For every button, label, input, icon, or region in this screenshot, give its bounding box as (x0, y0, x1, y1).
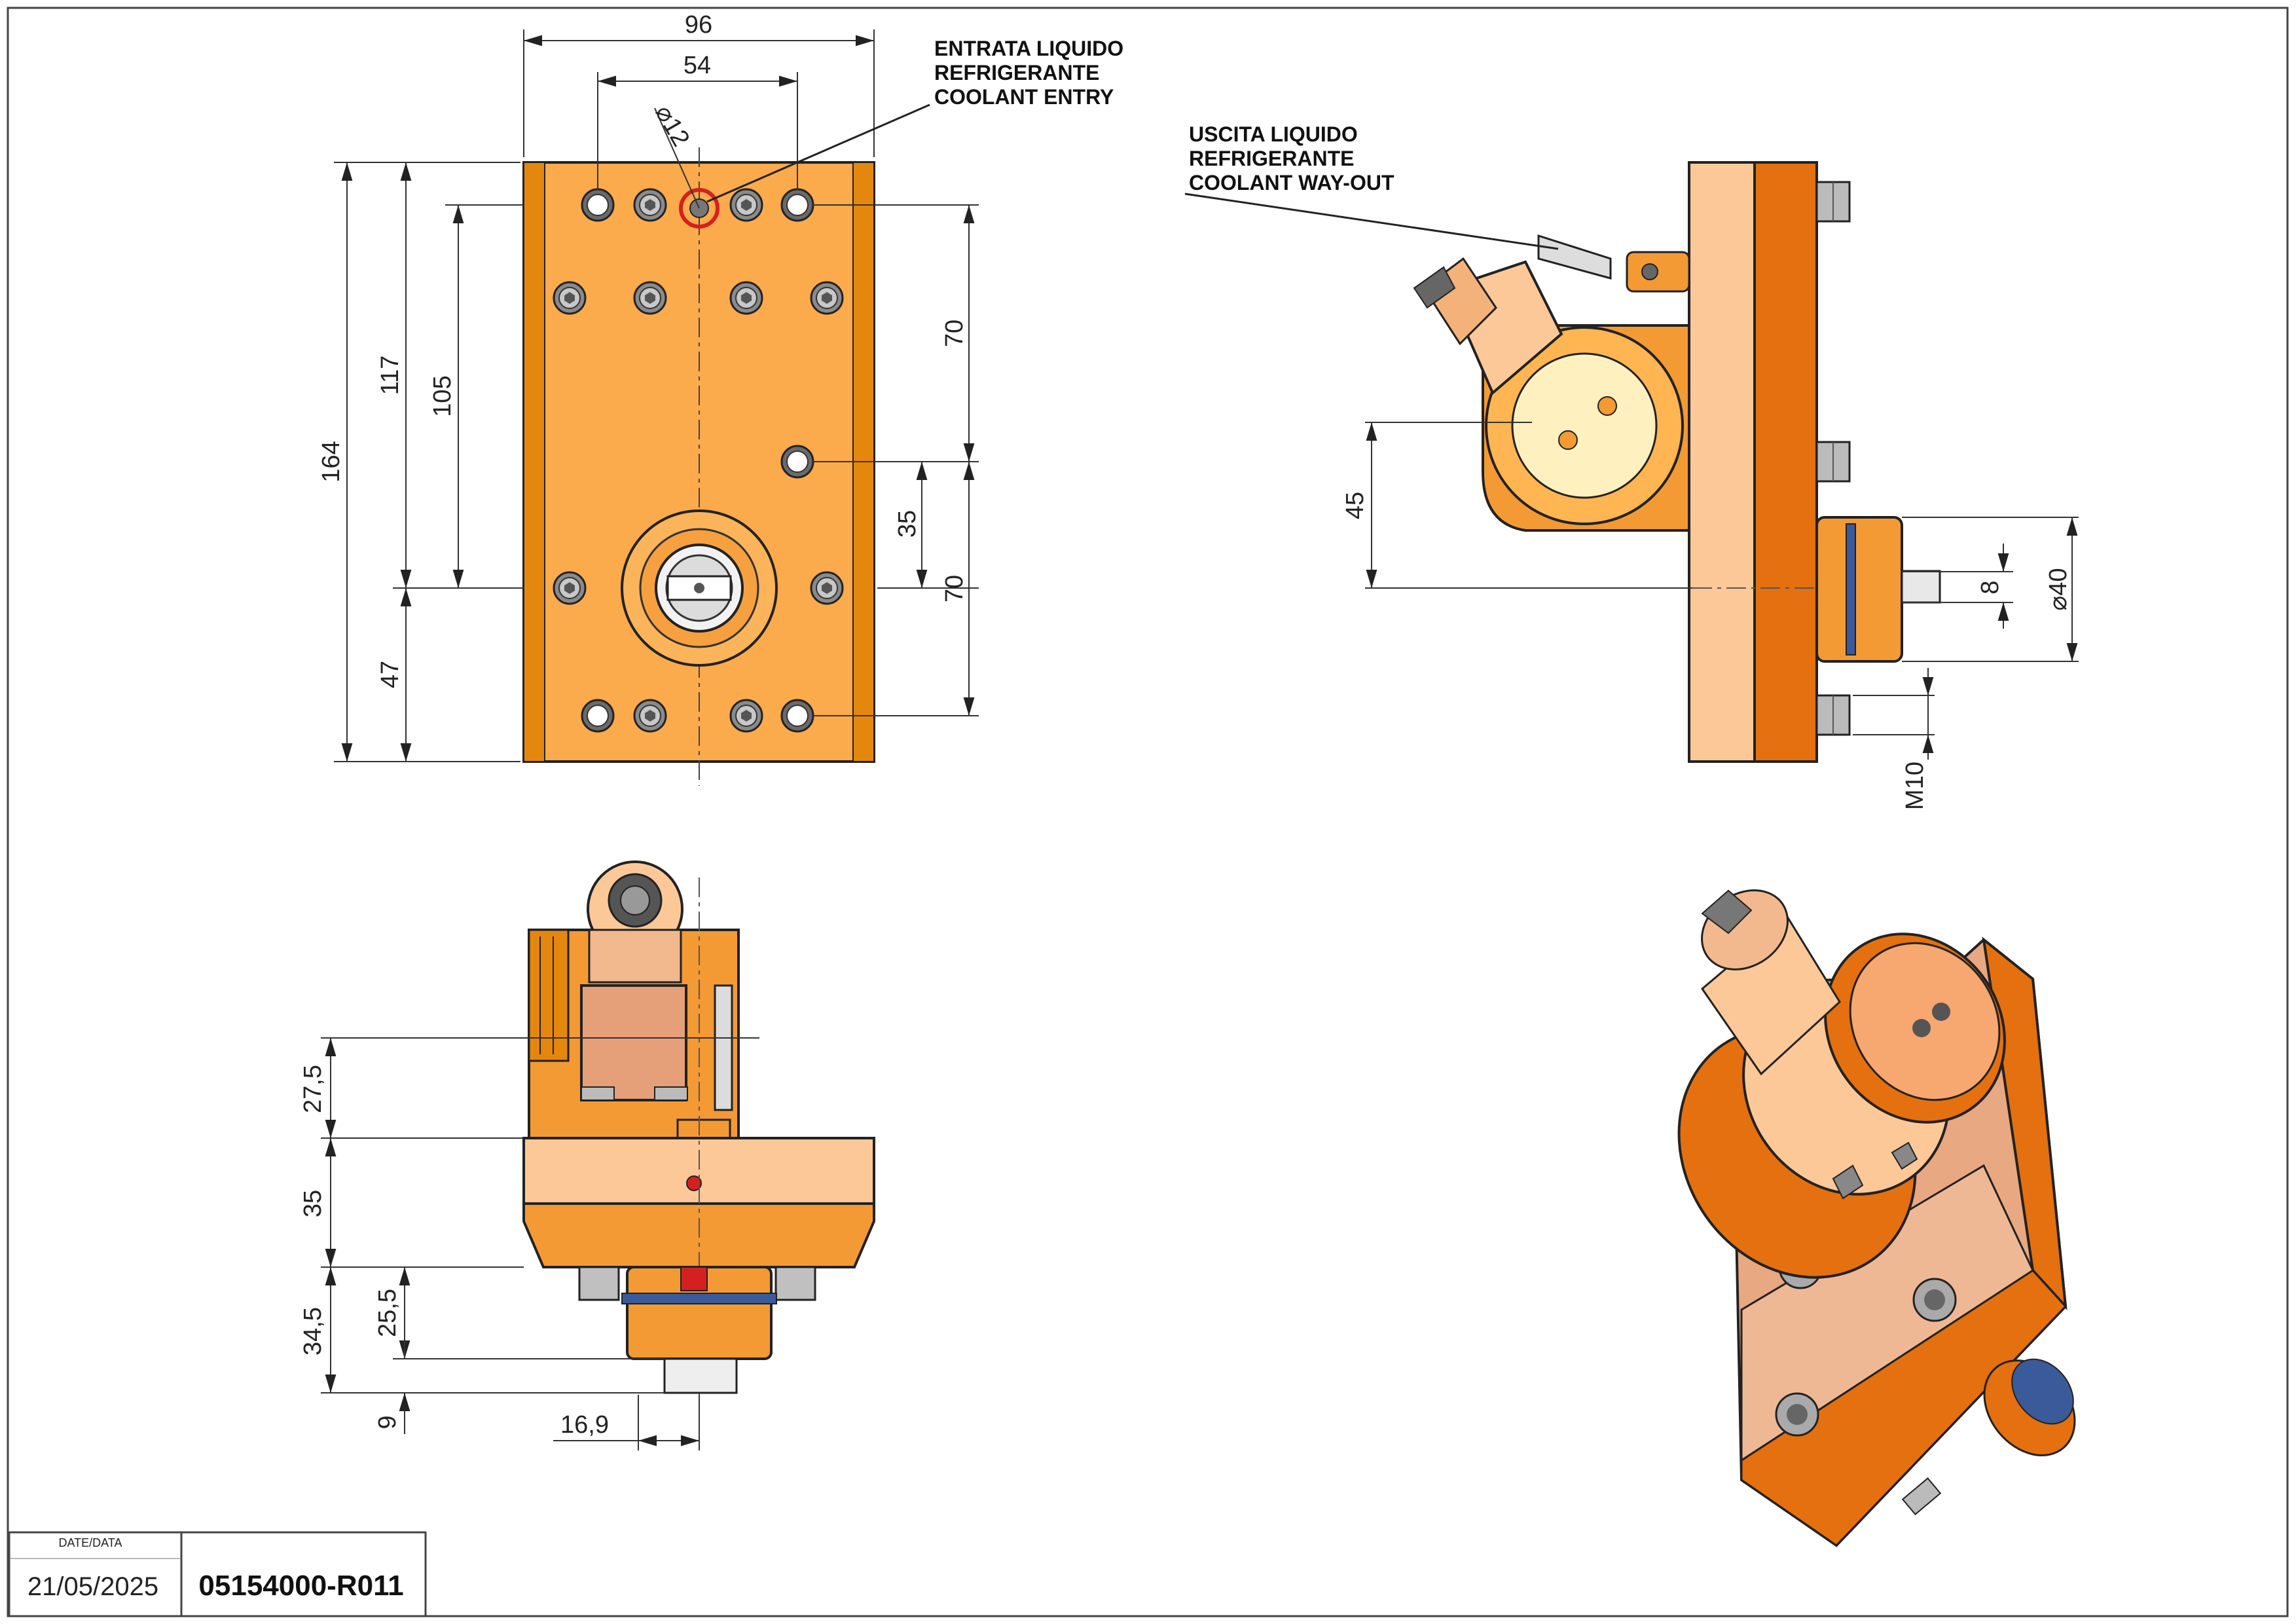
iso-bolt (1912, 1278, 1957, 1322)
side-plate-dark (1753, 161, 1818, 763)
dim-diameter-40-value: 40 (2045, 568, 2072, 595)
socket-bolt (553, 571, 587, 605)
dim-hole-diameter-value: 12 (657, 113, 695, 151)
dim-height-47: 47 (376, 661, 404, 688)
coolant-entry-line-2: REFRIGERANTE (934, 61, 1099, 84)
dim-width-holes: 54 (683, 52, 711, 79)
side-plate-light (1688, 161, 1756, 763)
side-dimensions (1365, 422, 2079, 760)
coolant-entry-line-1: ENTRATA LIQUIDO (934, 37, 1123, 60)
bottom-spindle-oring (621, 1293, 777, 1304)
title-block: DATE/DATA 21/05/2025 05154000-R011 (8, 1531, 427, 1617)
bottom-view: 27,5 35 34,5 25,5 9 16,9 (299, 860, 875, 1450)
coolant-exit-note: USCITA LIQUIDO REFRIGERANTE COOLANT WAY-… (1184, 122, 1559, 250)
dim-hole-diameter: ⌀12 (649, 101, 695, 151)
bottom-coolant-port (680, 1266, 708, 1291)
coolant-exit-line-3: COOLANT WAY-OUT (1189, 171, 1394, 194)
bottom-shaft (663, 1357, 738, 1394)
socket-bolt (633, 281, 667, 315)
front-spindle (621, 509, 778, 667)
dim-width-total: 96 (685, 11, 712, 39)
coolant-entry-note: ENTRATA LIQUIDO REFRIGERANTE COOLANT ENT… (706, 37, 1123, 203)
socket-bolt (729, 281, 763, 315)
through-hole (780, 188, 814, 222)
front-dimensions (334, 29, 979, 762)
isometric-view (1677, 889, 2076, 1547)
title-drawing-code: 05154000-R011 (198, 1570, 403, 1602)
bottom-bolt-left (578, 1266, 620, 1301)
dim-thread-m10: M10 (1901, 762, 1929, 810)
sheet-border (7, 7, 2289, 1617)
dim-diameter-40: ⌀40 (2045, 568, 2072, 610)
dim-34-5: 34,5 (299, 1307, 327, 1356)
through-hole (780, 699, 814, 733)
through-hole (581, 188, 615, 222)
iso-spindle (1901, 1358, 2076, 1515)
coolant-entry-line-3: COOLANT ENTRY (934, 85, 1114, 109)
side-view: 45 8 ⌀40 M10 (1341, 161, 2079, 810)
title-date-label: DATE/DATA (58, 1536, 122, 1549)
side-angle-head (1413, 257, 1690, 532)
front-left-rail (523, 162, 545, 762)
dim-offset-45: 45 (1341, 492, 1369, 519)
front-view: 96 54 ⌀12 164 117 47 105 70 35 70 (318, 11, 979, 786)
dim-height-105: 105 (429, 375, 456, 416)
side-spindle (1815, 516, 1941, 663)
bottom-coolant-dot (686, 1175, 702, 1191)
iso-plate-bottom (1740, 1269, 2068, 1547)
iso-bolt (1775, 1392, 1819, 1437)
dim-35: 35 (299, 1190, 327, 1217)
dim-height-total: 164 (318, 441, 345, 482)
svg-text:⌀12: ⌀12 (649, 101, 695, 151)
through-hole (780, 445, 814, 479)
bottom-fitting-top (587, 860, 683, 984)
coolant-exit-line-1: USCITA LIQUIDO (1189, 122, 1358, 146)
dim-height-117: 117 (376, 356, 404, 396)
svg-text:⌀40: ⌀40 (2045, 568, 2072, 610)
dim-9: 9 (374, 1415, 401, 1429)
socket-bolt (729, 699, 763, 733)
socket-bolt (633, 699, 667, 733)
dim-25-5: 25,5 (374, 1289, 401, 1337)
dim-shaft-8: 8 (1977, 580, 2004, 594)
bottom-head-ring (528, 929, 570, 1062)
side-bolt-middle (1815, 441, 1851, 483)
bottom-coolant-block (580, 984, 687, 1101)
dim-right-35: 35 (894, 510, 921, 538)
dim-27-5: 27,5 (299, 1065, 327, 1113)
dim-right-70-bottom: 70 (941, 575, 968, 602)
bottom-dimensions (321, 1037, 759, 1450)
socket-bolt (729, 188, 763, 222)
side-bolt-top (1815, 181, 1851, 223)
dim-right-70-top: 70 (941, 320, 968, 347)
coolant-exit-line-2: REFRIGERANTE (1189, 147, 1354, 170)
through-hole (581, 699, 615, 733)
dim-16-9: 16,9 (560, 1411, 609, 1439)
socket-bolt (633, 188, 667, 222)
bottom-bolt-right (774, 1266, 816, 1301)
coolant-outlet-fitting (1537, 234, 1690, 293)
title-date-value: 21/05/2025 (27, 1572, 158, 1601)
socket-bolt (810, 281, 844, 315)
iso-angle-head (1677, 889, 2006, 1279)
socket-bolt (553, 281, 587, 315)
side-bolt-bottom (1815, 694, 1851, 736)
socket-bolt (810, 571, 844, 605)
